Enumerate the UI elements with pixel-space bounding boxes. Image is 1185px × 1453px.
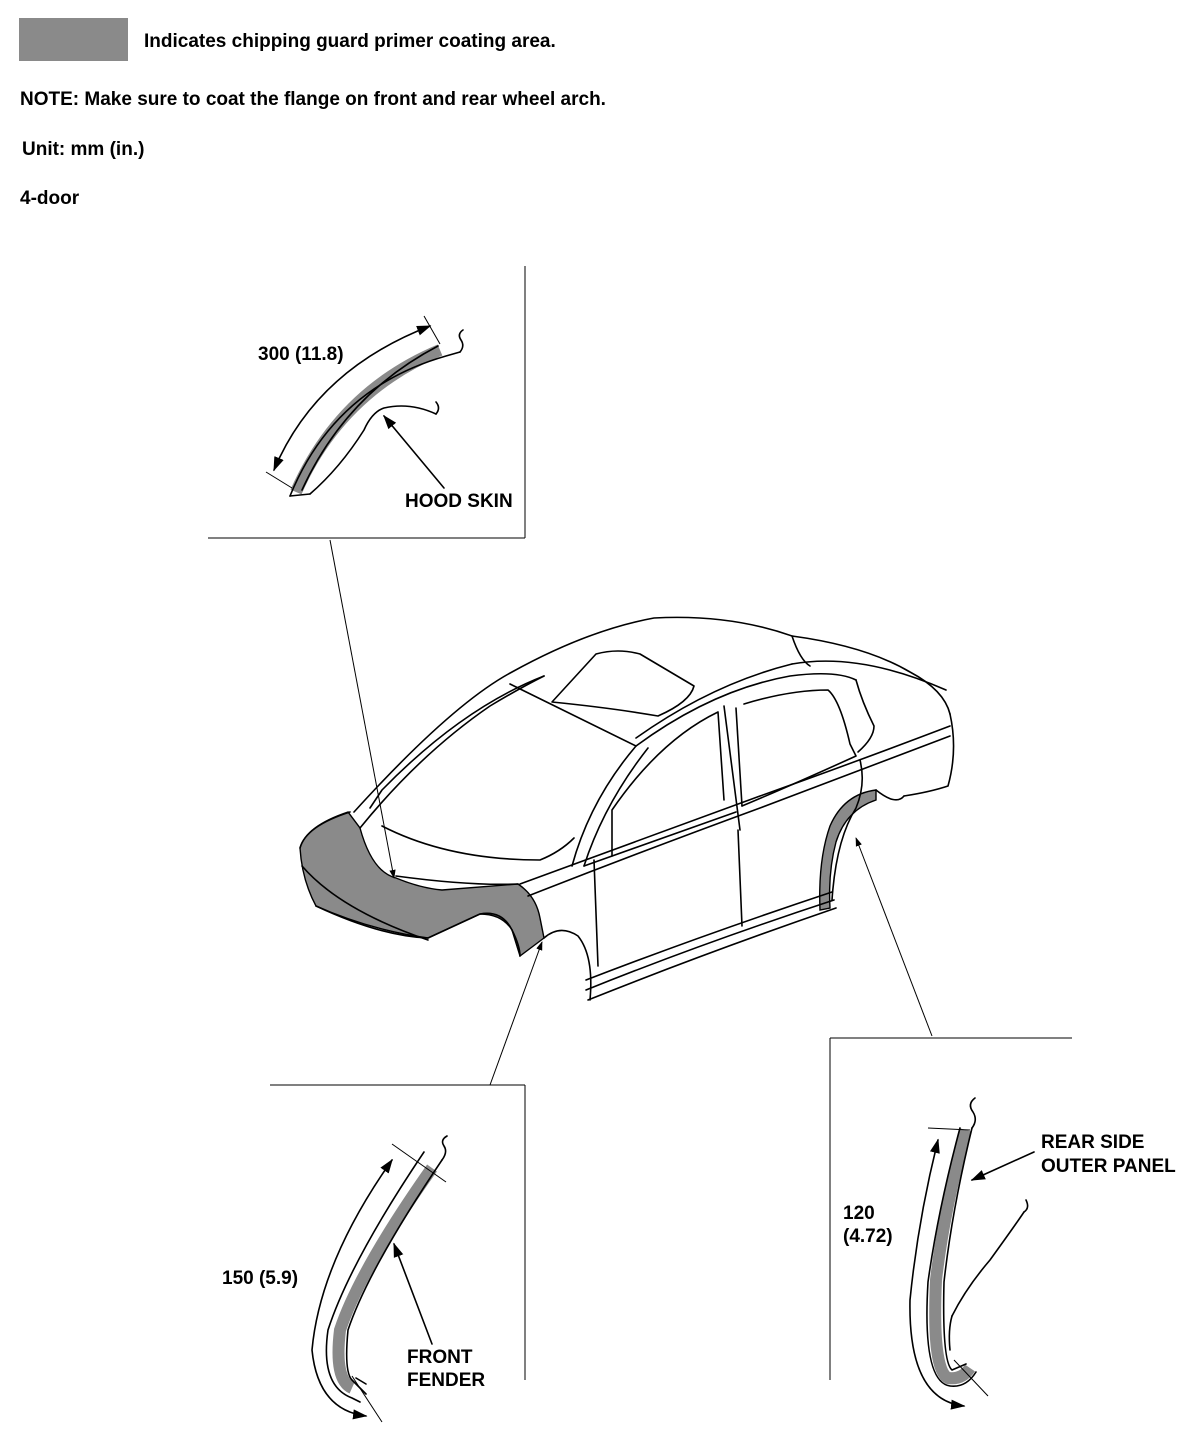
hood-leader <box>329 539 396 879</box>
fender-coating-strip <box>332 1164 437 1394</box>
unit-text: Unit: mm (in.) <box>22 139 145 160</box>
car-rear-arch-coating <box>819 789 877 911</box>
rear-panel-section <box>909 1097 1035 1410</box>
variant-label: 4-door <box>20 188 80 209</box>
rear-panel-label-line1: REAR SIDE <box>1041 1132 1145 1153</box>
car-body <box>299 616 955 1001</box>
hood-skin-section <box>265 315 464 497</box>
legend-swatch <box>19 18 128 61</box>
fender-leader <box>489 941 543 1086</box>
legend-description: Indicates chipping guard primer coating … <box>144 31 556 52</box>
rear-coating-strip <box>929 1128 975 1385</box>
rear-leader <box>855 837 933 1037</box>
hood-detail-box <box>208 266 526 539</box>
rear-dimension-line1: 120 <box>843 1203 875 1224</box>
note-text: NOTE: Make sure to coat the flange on fr… <box>20 89 606 110</box>
rear-panel-label-line2: OUTER PANEL <box>1041 1156 1176 1177</box>
front-fender-label-line1: FRONT <box>407 1347 473 1368</box>
front-fender-section <box>311 1135 448 1423</box>
fender-dimension-label: 150 (5.9) <box>222 1268 299 1289</box>
hood-skin-label: HOOD SKIN <box>405 491 513 512</box>
fender-detail-box <box>270 1084 526 1380</box>
rear-dimension-line2: (4.72) <box>843 1226 893 1247</box>
rear-detail-box <box>829 1037 1072 1380</box>
hood-dimension-label: 300 (11.8) <box>258 344 344 365</box>
front-fender-label-line2: FENDER <box>407 1370 486 1391</box>
